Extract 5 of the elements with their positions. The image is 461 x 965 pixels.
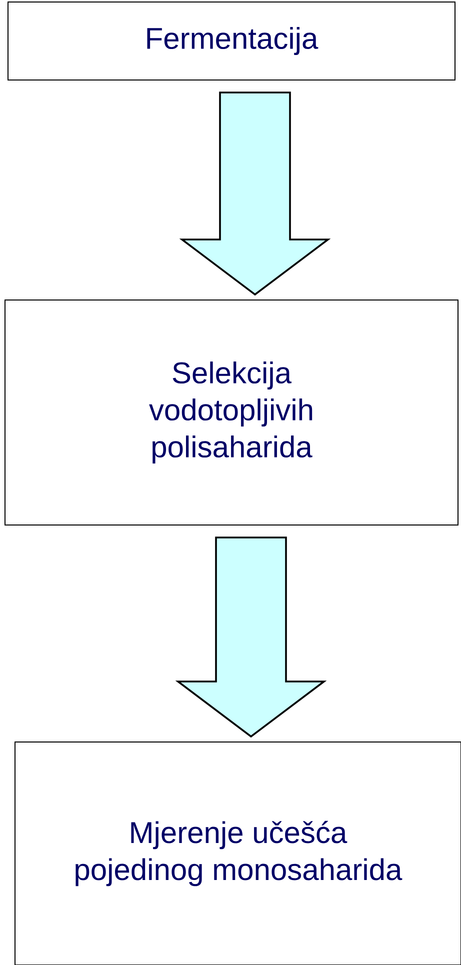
process-box: Mjerenje učešća pojedinog monosaharida xyxy=(14,742,461,965)
block-arrow xyxy=(175,536,327,738)
process-box: Selekcija vodotopljivih polisaharida xyxy=(4,300,458,526)
process-box: Fermentacija xyxy=(8,2,456,80)
block-arrow xyxy=(179,92,331,296)
